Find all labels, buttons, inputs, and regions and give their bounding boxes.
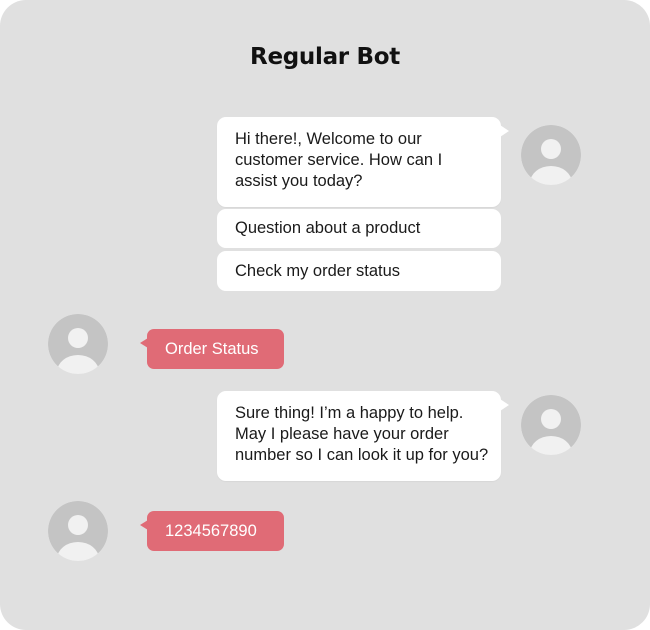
page-title: Regular Bot xyxy=(250,44,400,70)
message-line: number so I can look it up for you? xyxy=(235,446,489,464)
user-message-order-status: Order Status xyxy=(140,329,284,369)
message-line: assist you today? xyxy=(235,172,363,190)
message-line: Sure thing! I’m a happy to help. xyxy=(235,404,464,422)
message-line: May I please have your order xyxy=(235,425,449,443)
bot-message-followup: Sure thing! I’m a happy to help. May I p… xyxy=(217,391,509,481)
message-line: Hi there!, Welcome to our xyxy=(235,130,422,148)
option-check-order-status[interactable]: Check my order status xyxy=(217,251,501,291)
bot-message-greeting: Hi there!, Welcome to our customer servi… xyxy=(217,117,509,207)
user-avatar-icon xyxy=(48,501,108,561)
option-question-about-product[interactable]: Question about a product xyxy=(217,209,501,248)
bot-avatar-icon xyxy=(521,395,581,455)
bot-avatar-icon xyxy=(521,125,581,185)
message-line: customer service. How can I xyxy=(235,151,443,169)
user-avatar-icon xyxy=(48,314,108,374)
user-message-order-number: 1234567890 xyxy=(140,511,284,551)
